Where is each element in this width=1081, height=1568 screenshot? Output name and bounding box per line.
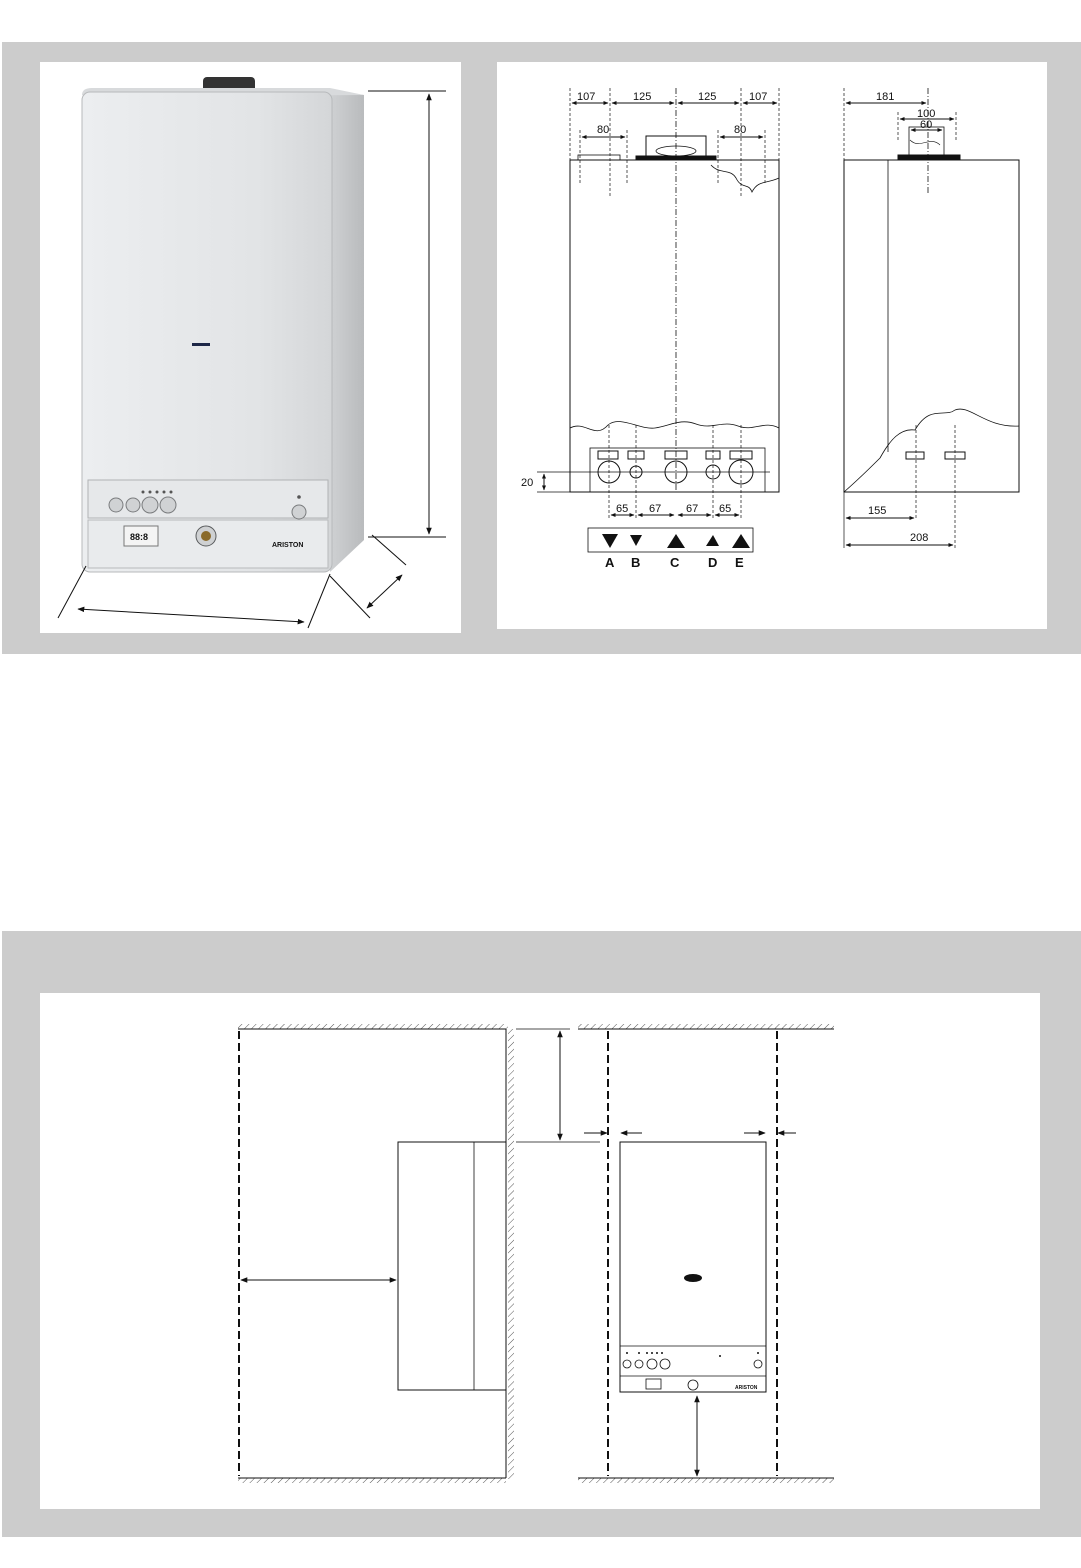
width-ext-left (57, 565, 87, 619)
arrow-down-icon (630, 535, 642, 546)
dim-front-conn-2: 67 (649, 503, 661, 515)
dim-side-bottom-1: 155 (868, 505, 886, 517)
front-view (537, 88, 780, 553)
dim-front-conn-4: 65 (719, 503, 731, 515)
clearance-panel (40, 993, 1040, 1509)
width-arrow (77, 606, 305, 625)
arrow-up-icon (706, 535, 719, 546)
depth-ext-back (329, 575, 371, 619)
front-outline (569, 159, 780, 493)
arrow-down-icon (602, 534, 618, 548)
boiler-side-face (330, 90, 364, 572)
boiler-front-face (81, 91, 333, 573)
dim-front-flue-left: 80 (597, 124, 609, 136)
connection-fittings (597, 450, 754, 485)
connection-label-a: A (605, 555, 615, 570)
boiler-side-silhouette (397, 1141, 507, 1391)
control-knobs (108, 496, 307, 520)
dim-side-flue-inner: 60 (920, 119, 932, 131)
dim-front-top-3: 125 (698, 91, 716, 103)
brand-logo: ARISTON (272, 542, 303, 549)
lcd-display-value: 88:8 (130, 532, 148, 542)
connection-label-d: D (708, 555, 717, 570)
dim-side-bottom-2: 208 (910, 532, 928, 544)
control-panel (87, 479, 329, 519)
lcd-display (123, 525, 159, 547)
status-indicator (192, 343, 210, 346)
dim-front-bottom-offset: 20 (521, 477, 533, 489)
connection-plate (589, 447, 766, 493)
boiler-photo: 88:8 ARISTON (57, 77, 446, 629)
dim-front-top-2: 125 (633, 91, 651, 103)
dim-front-top-4: 107 (749, 91, 767, 103)
front-tear-line (569, 421, 780, 432)
indicator-leds (141, 490, 301, 499)
depth-arrow (366, 574, 403, 609)
front-view-labels: 107 125 125 107 80 80 20 65 67 67 65 (521, 91, 767, 515)
boiler-front-silhouette (619, 1141, 767, 1393)
side-outline (843, 159, 1020, 493)
boiler-front-indicator (684, 1274, 702, 1282)
dim-front-conn-3: 67 (686, 503, 698, 515)
side-view-labels: 181 100 60 155 208 (868, 91, 935, 544)
mini-brand-logo: ARISTON (735, 1385, 758, 1391)
connection-legend-box (587, 527, 754, 553)
dim-front-top-1: 107 (577, 91, 595, 103)
connection-label-c: C (670, 555, 680, 570)
clearance-diagram (238, 1024, 834, 1483)
connection-label-b: B (631, 555, 640, 570)
dim-front-conn-1: 65 (616, 503, 628, 515)
side-view (843, 88, 1020, 548)
connection-markers: A B C D E (602, 534, 750, 570)
dim-side-depth: 181 (876, 91, 894, 103)
connection-label-e: E (735, 555, 744, 570)
depth-ext-front (371, 534, 407, 566)
width-ext-right (307, 573, 331, 629)
dim-front-flue-right: 80 (734, 124, 746, 136)
arrow-up-icon (667, 534, 685, 548)
side-tear-line (843, 408, 1020, 493)
dim-side-flue-outer: 100 (917, 108, 935, 120)
arrow-up-icon (732, 534, 750, 548)
gauge-dial (201, 531, 211, 541)
